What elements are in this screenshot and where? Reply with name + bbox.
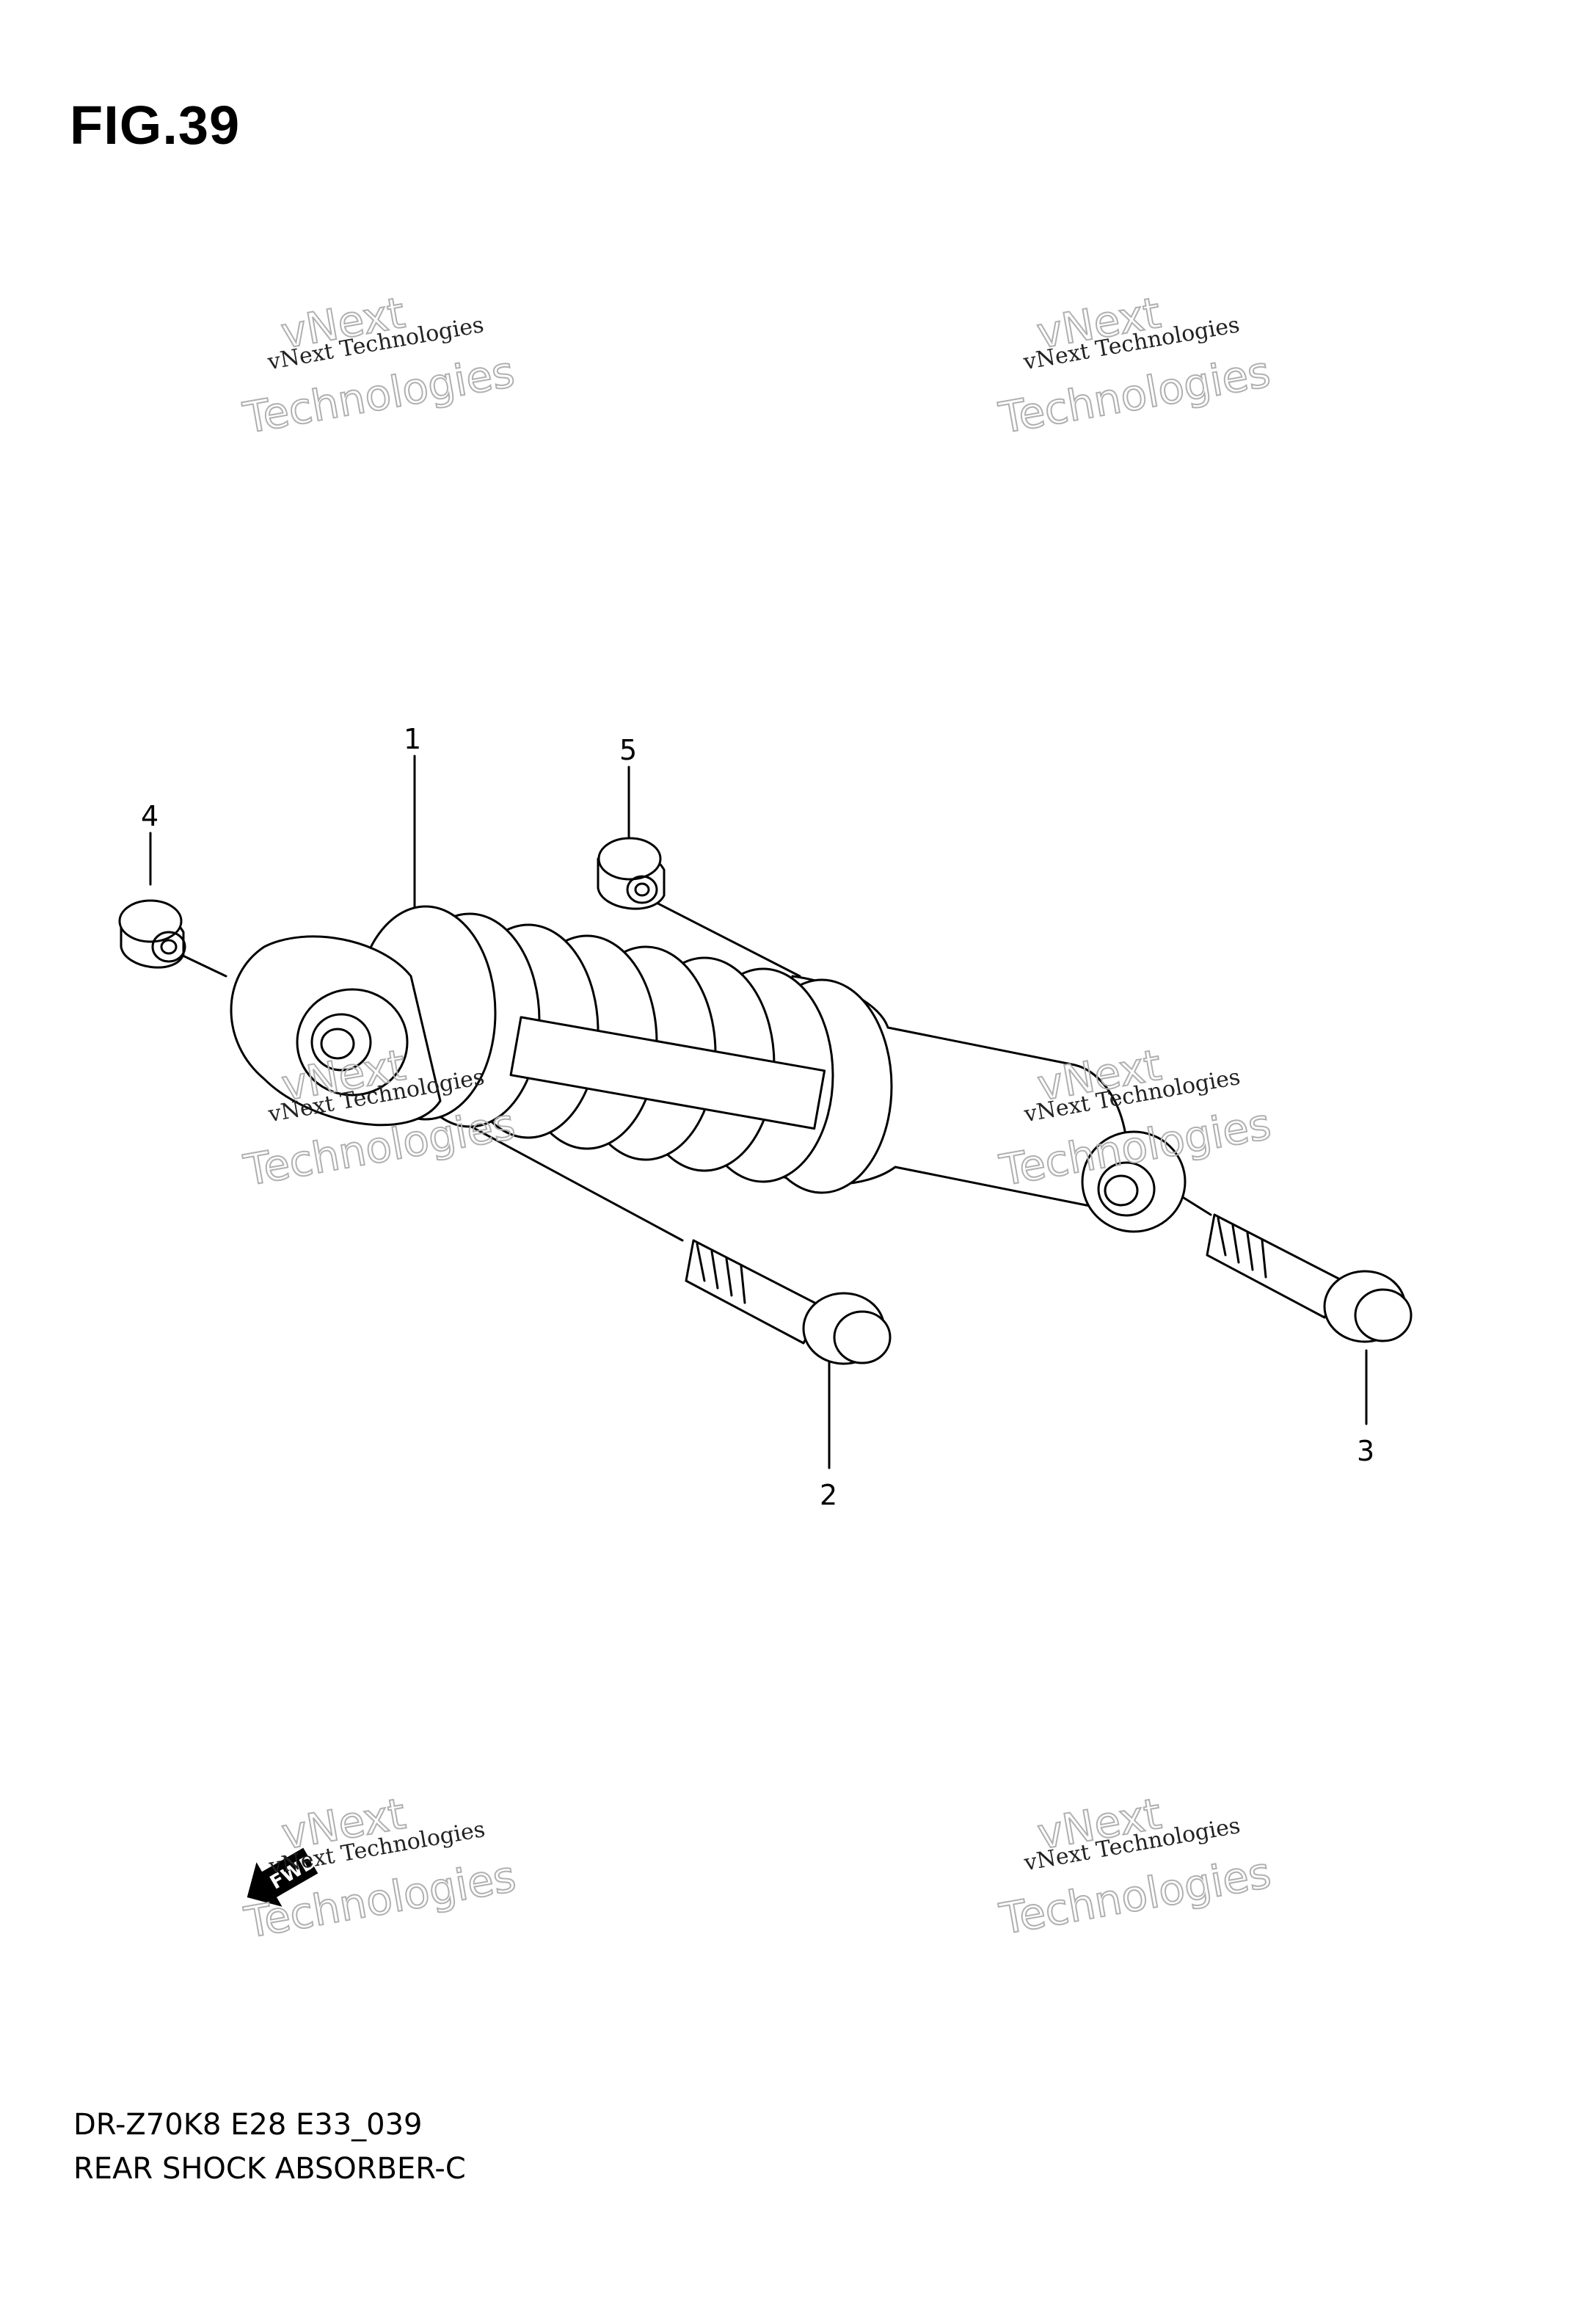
connect-line-nut4: [178, 953, 227, 978]
callout-5: 5: [619, 734, 637, 766]
callout-1: 1: [404, 723, 421, 755]
watermark-2: vNext vNext Technologies Technologies: [994, 287, 1275, 444]
connect-line-nut5: [648, 898, 801, 978]
bolt-2: [685, 1239, 892, 1365]
callout-4: 4: [141, 800, 158, 832]
rear-shock-absorber: [230, 905, 1187, 1233]
model-code: DR-Z70K8 E28 E33_039: [73, 2108, 423, 2142]
flange-nut-5: [597, 837, 666, 910]
watermark-1: vNext vNext Technologies Technologies: [238, 287, 519, 444]
section-name: REAR SHOCK ABSORBER-C: [73, 2152, 466, 2186]
callout-3: 3: [1357, 1435, 1374, 1467]
figure-title: FIG.39: [70, 95, 241, 156]
flange-nut-4: [118, 899, 186, 969]
connect-line-bolt3: [1180, 1195, 1212, 1216]
watermark-6: vNext vNext Technologies Technologies: [995, 1788, 1275, 1945]
bolt-3: [1206, 1213, 1413, 1343]
callout-2: 2: [820, 1479, 837, 1511]
watermark-5: vNext vNext Technologies Technologies: [240, 1788, 520, 1949]
watermark-4: vNext vNext Technologies Technologies: [995, 1039, 1275, 1196]
